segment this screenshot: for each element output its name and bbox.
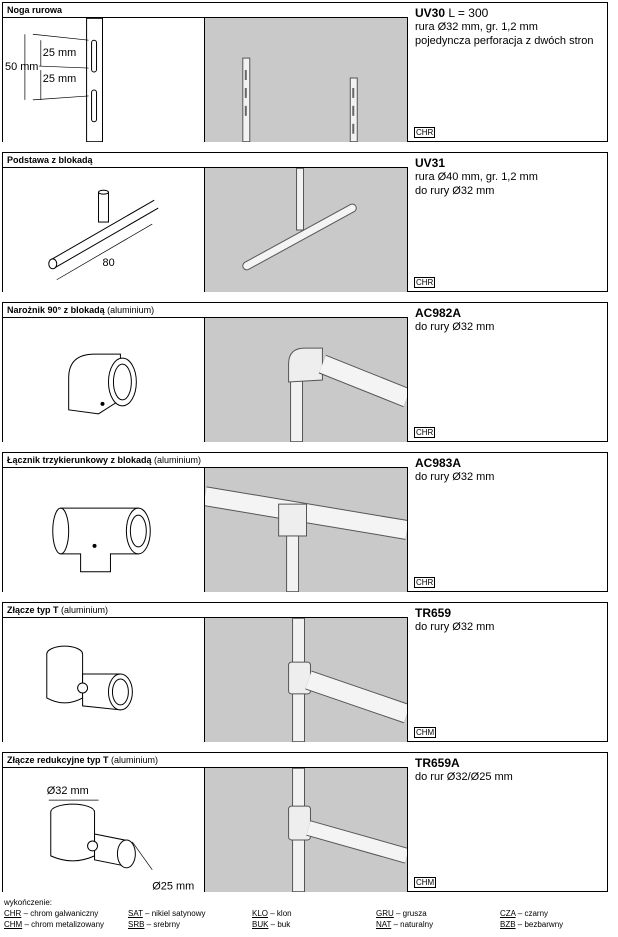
legend-item: BUK – buk (252, 920, 291, 929)
legend-item: SAT – nikiel satynowy (128, 909, 206, 918)
dimension-label: 25 mm (43, 47, 76, 59)
product-code: UV30 L = 300 (415, 6, 489, 20)
product-card-ac982a: Narożnik 90° z blokadą (aluminium) AC982… (2, 302, 608, 442)
product-code: TR659 (415, 606, 452, 620)
product-card-uv31: Podstawa z blokadą 80 UV31 rura Ø40 mm, … (2, 152, 608, 292)
product-title: Podstawa z blokadą (3, 153, 408, 168)
product-desc-line: pojedyncza perforacja z dwóch stron (415, 35, 594, 47)
finish-tag: CHM (414, 877, 437, 888)
product-code: AC982A (415, 306, 462, 320)
dimension-label: 25 mm (43, 73, 76, 85)
product-desc-line: do rury Ø32 mm (415, 321, 495, 333)
legend-title: wykończenie: (4, 898, 53, 907)
product-card-uv30: Noga rurowa 25 mm 50 mm 25 mm (2, 2, 608, 142)
product-photo (205, 318, 408, 442)
product-info: TR659A do rur Ø32/Ø25 mm CHM (409, 753, 607, 891)
product-info: TR659 do rury Ø32 mm CHM (409, 603, 607, 741)
product-desc-line: do rury Ø32 mm (415, 471, 495, 483)
finish-tag: CHM (414, 727, 437, 738)
product-code: AC983A (415, 456, 462, 470)
product-title: Narożnik 90° z blokadą (aluminium) (3, 303, 408, 318)
product-photo (205, 168, 408, 292)
finish-tag: CHR (414, 127, 436, 138)
dimension-label: Ø32 mm (47, 785, 89, 797)
product-info: UV31 rura Ø40 mm, gr. 1,2 mm do rury Ø32… (409, 153, 607, 291)
legend-item: CHM – chrom metalizowany (4, 920, 105, 929)
product-desc-line: do rury Ø32 mm (415, 621, 495, 633)
product-code: TR659A (415, 756, 460, 770)
t-joint-drawing (3, 618, 205, 742)
finish-tag: CHR (414, 577, 436, 588)
product-desc-line: do rur Ø32/Ø25 mm (415, 771, 513, 783)
legend-item: SRB – srebrny (128, 920, 181, 929)
finish-tag: CHR (414, 427, 436, 438)
dimension-label: 50 mm (5, 61, 38, 73)
product-photo (205, 618, 408, 742)
product-photo (205, 768, 408, 892)
tube-leg-drawing: 25 mm 50 mm 25 mm (3, 18, 205, 142)
product-info: UV30 L = 300 rura Ø32 mm, gr. 1,2 mm poj… (409, 3, 607, 141)
product-code: UV31 (415, 156, 446, 170)
product-info: AC982A do rury Ø32 mm CHR (409, 303, 607, 441)
base-drawing: 80 (3, 168, 205, 292)
dimension-label: Ø25 mm (152, 881, 194, 892)
product-card-tr659: Złącze typ T (aluminium) TR659 do rury Ø… (2, 602, 608, 742)
legend-item: CHR – chrom galwaniczny (4, 909, 99, 918)
product-title: Noga rurowa (3, 3, 408, 18)
product-card-ac983a: Łącznik trzykierunkowy z blokadą (alumin… (2, 452, 608, 592)
legend-item: CZA – czarny (500, 909, 549, 918)
product-info: AC983A do rury Ø32 mm CHR (409, 453, 607, 591)
product-title: Złącze typ T (aluminium) (3, 603, 408, 618)
legend-item: KLO – klon (252, 909, 292, 918)
product-title: Łącznik trzykierunkowy z blokadą (alumin… (3, 453, 408, 468)
product-desc-line: rura Ø40 mm, gr. 1,2 mm (415, 171, 538, 183)
corner-joint-drawing (3, 318, 205, 442)
reducing-t-joint-drawing: Ø32 mm Ø25 mm (3, 768, 205, 892)
three-way-joint-drawing (3, 468, 205, 592)
legend-item: NAT – naturalny (376, 920, 434, 929)
product-photo (205, 18, 408, 142)
legend-item: BZB – bezbarwny (500, 920, 564, 929)
dimension-label: 80 (103, 257, 115, 269)
product-title: Złącze redukcyjne typ T (aluminium) (3, 753, 408, 768)
product-photo (205, 468, 408, 592)
product-card-tr659a: Złącze redukcyjne typ T (aluminium) Ø32 … (2, 752, 608, 892)
product-desc-line: rura Ø32 mm, gr. 1,2 mm (415, 21, 538, 33)
legend-item: GRU – grusza (376, 909, 427, 918)
product-desc-line: do rury Ø32 mm (415, 185, 495, 197)
finish-tag: CHR (414, 277, 436, 288)
